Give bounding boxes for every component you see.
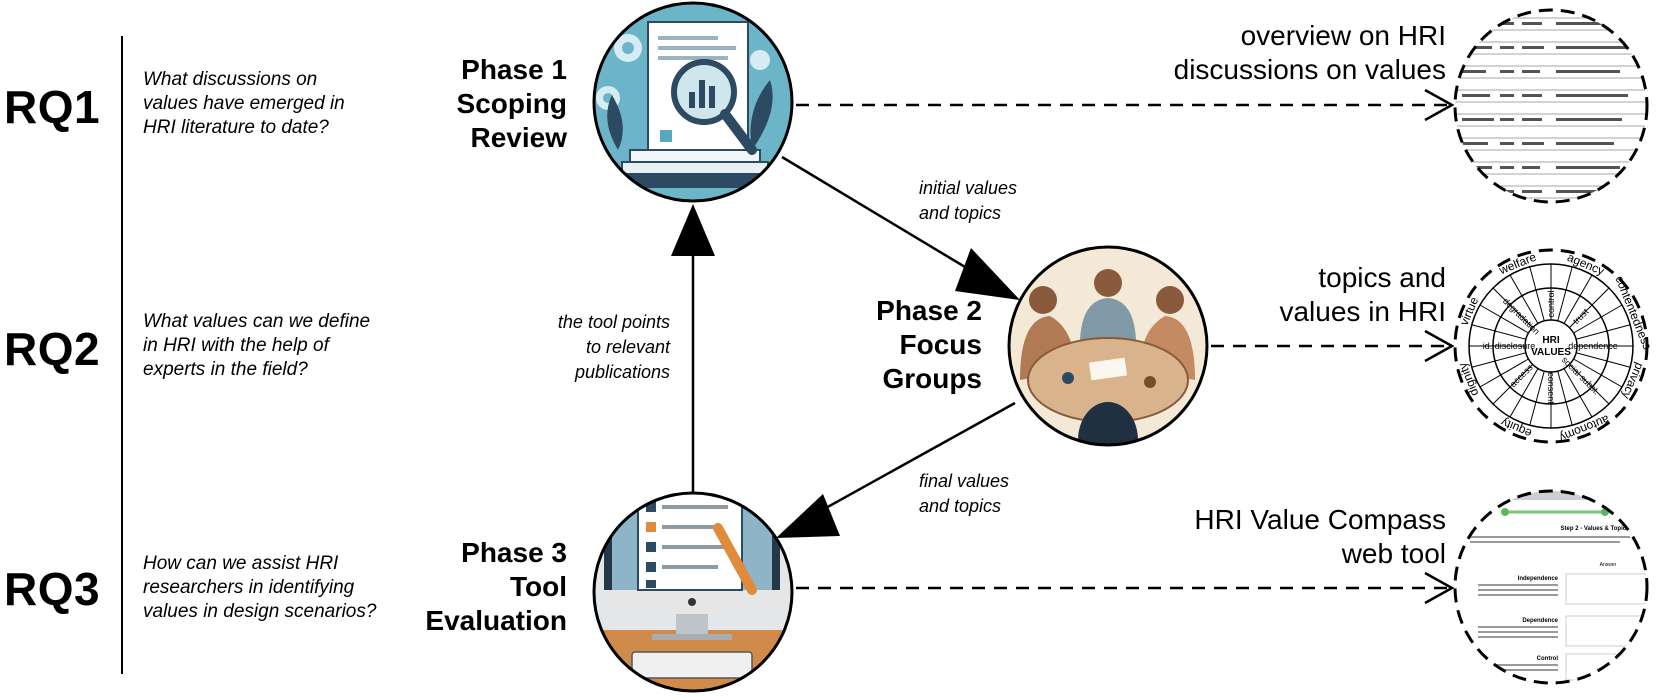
wheel-spoke (1563, 368, 1593, 418)
wheel-spoke (1557, 370, 1573, 426)
wheel-spoke (1575, 324, 1631, 340)
wheel-spoke (1509, 368, 1539, 418)
webtool-item-3: Control (1537, 656, 1559, 662)
wheel-spoke (1471, 352, 1527, 368)
rq2-label: RQ2 (4, 323, 101, 375)
output3-label: HRI Value Compass web tool (1194, 504, 1446, 569)
rq3-label: RQ3 (4, 563, 101, 615)
wheel-spoke (1573, 304, 1623, 334)
column-divider (121, 36, 123, 674)
wheel-center-line1: HRI (1542, 335, 1559, 346)
webtool-thumbnail: Step 2 - Values & Topics Answer Independ… (1455, 491, 1647, 683)
wheel-spoke (1529, 266, 1545, 322)
webtool-item-2: Dependence (1522, 618, 1558, 624)
output1-label: overview on HRI discussions on values (1173, 20, 1446, 85)
wheel-center-line2: VALUES (1531, 347, 1571, 358)
wheel-spoke (1575, 352, 1631, 368)
arrow-p2-to-p3 (805, 401, 1016, 521)
wheel-spoke (1479, 304, 1529, 334)
wheel-spoke (1557, 266, 1573, 322)
wheel-spoke (1573, 358, 1623, 388)
rq1-question: What discussions on values have emerged … (143, 69, 345, 138)
wheel-spoke (1563, 274, 1593, 324)
webtool-step-title: Step 2 - Values & Topics (1561, 526, 1631, 532)
focus-groups-illustration (1009, 247, 1207, 445)
dashed-arrow-output3 (796, 571, 1455, 605)
arrowhead-p2 (955, 248, 1020, 300)
wheel-inner-label: control (1546, 290, 1556, 317)
wheel-spoke (1492, 287, 1533, 328)
flow-label-p1-p2: initial values and topics (919, 178, 1018, 223)
phase1-label: Phase 1 Scoping Review (456, 54, 567, 153)
flow-label-p2-p3: final values and topics (919, 471, 1010, 516)
arrowhead-p1 (671, 204, 715, 256)
rq3-question: How can we assist HRI researchers in ide… (143, 553, 377, 622)
webtool-col-header: Answer (1600, 562, 1617, 568)
wheel-spoke (1492, 364, 1533, 405)
wheel-spoke (1479, 358, 1529, 388)
rq1-label: RQ1 (4, 81, 101, 133)
wheel-inner-label: consent (1546, 372, 1556, 404)
phase2-label: Phase 2 Focus Groups (876, 295, 982, 394)
arrow-p1-to-p2 (781, 155, 991, 284)
wheel-spoke (1569, 287, 1610, 328)
dashed-arrow-output2 (1211, 329, 1455, 363)
rq2-question: What values can we define in HRI with th… (143, 311, 371, 380)
wheel-spoke (1471, 324, 1527, 340)
dashed-arrow-output1 (796, 88, 1455, 122)
output2-label: topics and values in HRI (1279, 262, 1446, 327)
tool-evaluation-illustration (594, 493, 792, 691)
wheel-inner-label: dependence (1568, 341, 1618, 351)
scoping-review-illustration (594, 3, 792, 201)
literature-table-thumbnail (1455, 10, 1647, 202)
wheel-spoke (1529, 370, 1545, 426)
arrowhead-p3 (776, 494, 840, 538)
webtool-item-1: Independence (1518, 576, 1559, 582)
phase3-label: Phase 3 Tool Evaluation (425, 537, 567, 636)
wheel-spoke (1569, 364, 1610, 405)
wheel-inner-label: id. disclosure (1483, 341, 1536, 351)
wheel-spoke (1509, 274, 1539, 324)
flow-label-p3-p1: the tool points to relevant publications (557, 312, 670, 382)
